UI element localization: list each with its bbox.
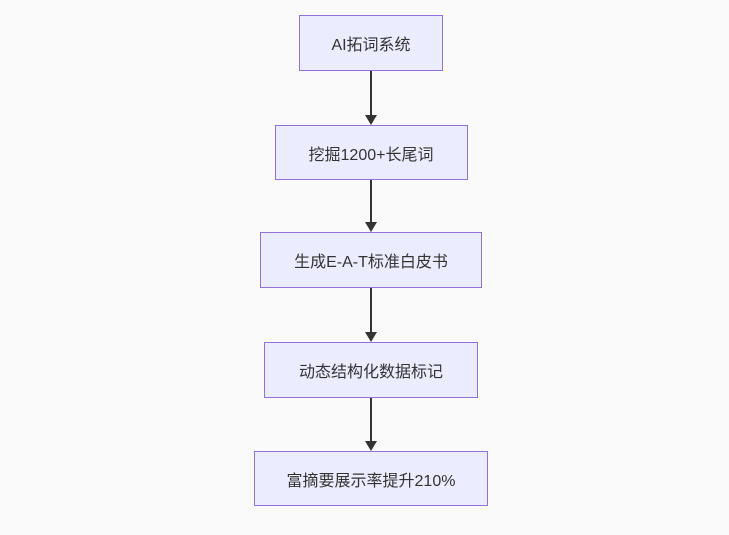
arrow-shaft	[370, 180, 372, 224]
flow-arrow-3	[364, 288, 378, 342]
flow-node-ai-keyword-system: AI拓词系统	[299, 15, 443, 71]
flow-node-rich-snippet-uplift: 富摘要展示率提升210%	[254, 451, 488, 506]
arrow-head-icon	[365, 332, 377, 342]
flow-node-label: 生成E-A-T标准白皮书	[294, 254, 448, 271]
flow-node-label: 挖掘1200+长尾词	[308, 146, 434, 164]
arrow-head-icon	[365, 115, 377, 125]
flow-node-label: AI拓词系统	[331, 37, 411, 54]
flow-node-structured-data-markup: 动态结构化数据标记	[264, 342, 478, 398]
flow-arrow-1	[364, 71, 378, 125]
flow-node-label: 富摘要展示率提升210%	[286, 472, 456, 490]
flow-arrow-2	[364, 180, 378, 232]
flow-arrow-4	[364, 398, 378, 451]
arrow-head-icon	[365, 222, 377, 232]
flow-node-longtail-mining: 挖掘1200+长尾词	[274, 125, 468, 180]
arrow-head-icon	[365, 441, 377, 451]
arrow-shaft	[370, 71, 372, 117]
flow-node-eat-whitepaper: 生成E-A-T标准白皮书	[260, 232, 482, 288]
arrow-shaft	[370, 398, 372, 443]
flow-node-label: 动态结构化数据标记	[298, 364, 443, 381]
arrow-shaft	[370, 288, 372, 334]
flowchart: AI拓词系统 挖掘1200+长尾词 生成E-A-T标准白皮书 动态结构化数据标记	[254, 15, 488, 506]
